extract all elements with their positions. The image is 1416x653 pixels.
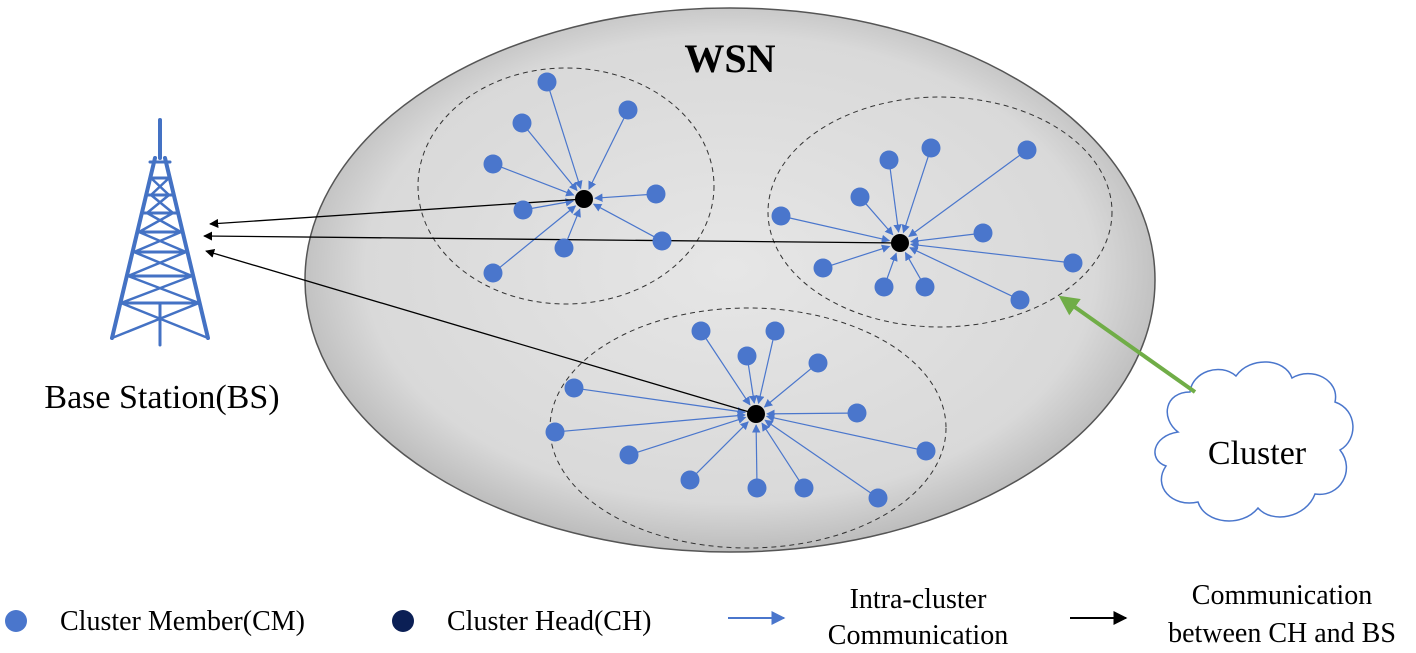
cluster-member-node: [483, 154, 503, 174]
cluster-member-node: [916, 441, 936, 461]
intra-cluster-link: [765, 413, 918, 450]
base-station-label: Base Station(BS): [44, 379, 279, 416]
legend-member-label: Cluster Member(CM): [60, 606, 305, 637]
intra-cluster-link: [756, 339, 774, 405]
cluster-member-node: [921, 138, 941, 158]
cluster-member-node: [483, 263, 503, 283]
cluster-member-node: [564, 378, 584, 398]
cluster-member-node: [545, 422, 565, 442]
cluster-head-node: [575, 190, 593, 208]
intra-cluster-link: [865, 203, 894, 236]
intra-cluster-link: [904, 251, 922, 280]
cluster-member-node: [1010, 290, 1030, 310]
cluster-head-node: [747, 405, 765, 423]
intra-cluster-link: [531, 198, 575, 209]
legend-head-icon: [392, 610, 414, 632]
cluster-member-node: [847, 403, 867, 423]
cluster-member-node: [808, 353, 828, 373]
legend-member-icon: [5, 610, 27, 632]
intra-cluster-link: [501, 166, 575, 197]
legend-intra-label-line2: Communication: [828, 620, 1008, 651]
intra-cluster-link: [789, 217, 891, 244]
cluster-member-node: [973, 223, 993, 243]
intra-cluster-link: [588, 117, 625, 190]
legend-intra-label-line1: Intra-cluster: [850, 584, 987, 615]
cluster-member-node: [512, 113, 532, 133]
legend: Cluster Member(CM) Cluster Head(CH) Intr…: [5, 580, 1396, 651]
cluster-boundary-2: [767, 96, 1113, 328]
cluster-pointer-arrow: [1058, 295, 1197, 394]
cluster-head-nodes: [575, 190, 909, 423]
intra-cluster-link: [566, 208, 581, 240]
intra-cluster-links: [499, 90, 1065, 494]
ch-bs-link-3: [205, 248, 757, 415]
intra-cluster-link: [594, 193, 648, 202]
cluster-member-node: [915, 277, 935, 297]
cluster-member-node: [618, 100, 638, 120]
ch-bs-link-2: [203, 231, 901, 244]
cluster-member-node: [537, 72, 557, 92]
wsn-title: WSN: [684, 36, 775, 81]
cluster-member-node: [794, 478, 814, 498]
cluster-member-node: [737, 346, 757, 366]
intra-cluster-link: [910, 240, 1065, 263]
legend-head-label: Cluster Head(CH): [447, 606, 652, 637]
intra-cluster-link: [695, 421, 749, 475]
intra-cluster-link: [831, 244, 891, 266]
legend-bs-label-line1: Communication: [1192, 580, 1372, 611]
cluster-member-node: [554, 238, 574, 258]
intra-cluster-link: [763, 368, 812, 408]
intra-cluster-link: [705, 338, 751, 406]
cluster-member-node: [879, 150, 899, 170]
cluster-member-node: [874, 277, 894, 297]
intra-cluster-link: [766, 409, 849, 419]
intra-cluster-link: [747, 364, 758, 404]
cluster-member-node: [646, 184, 666, 204]
intra-cluster-link: [901, 156, 929, 234]
intra-cluster-link: [592, 203, 655, 238]
cluster-head-node: [891, 234, 909, 252]
intra-cluster-link: [909, 247, 1013, 297]
cluster-member-node: [680, 470, 700, 490]
cluster-member-node: [1063, 253, 1083, 273]
cluster-cloud-label: Cluster: [1208, 435, 1307, 472]
intra-cluster-link: [910, 233, 975, 245]
cluster-member-node: [691, 321, 711, 341]
intra-cluster-link: [752, 424, 761, 480]
cluster-cloud-icon: [1154, 361, 1354, 522]
cluster-member-nodes: [483, 72, 1083, 508]
intra-cluster-link: [563, 411, 746, 432]
intra-cluster-link: [761, 422, 800, 481]
cluster-member-node: [1017, 140, 1037, 160]
base-station-tower-icon: [110, 118, 210, 347]
cluster-boundary-1: [417, 67, 715, 305]
intra-cluster-link: [764, 419, 871, 494]
cluster-member-node: [765, 321, 785, 341]
intra-cluster-link: [886, 252, 898, 279]
cluster-member-node: [813, 258, 833, 278]
intra-cluster-link: [527, 129, 578, 192]
cluster-member-node: [513, 200, 533, 220]
intra-cluster-link: [908, 154, 1021, 237]
intra-cluster-link: [637, 415, 747, 453]
cluster-member-node: [850, 187, 870, 207]
cluster-member-node: [619, 445, 639, 465]
intra-cluster-link: [499, 205, 577, 268]
intra-cluster-link: [582, 388, 746, 416]
cluster-member-node: [771, 206, 791, 226]
wsn-area: [304, 7, 1156, 553]
cluster-member-node: [747, 478, 767, 498]
legend-bs-label-line2: between CH and BS: [1168, 618, 1396, 649]
cluster-member-node: [652, 231, 672, 251]
intra-cluster-link: [889, 168, 902, 233]
intra-cluster-link: [549, 90, 583, 190]
cluster-member-node: [868, 488, 888, 508]
